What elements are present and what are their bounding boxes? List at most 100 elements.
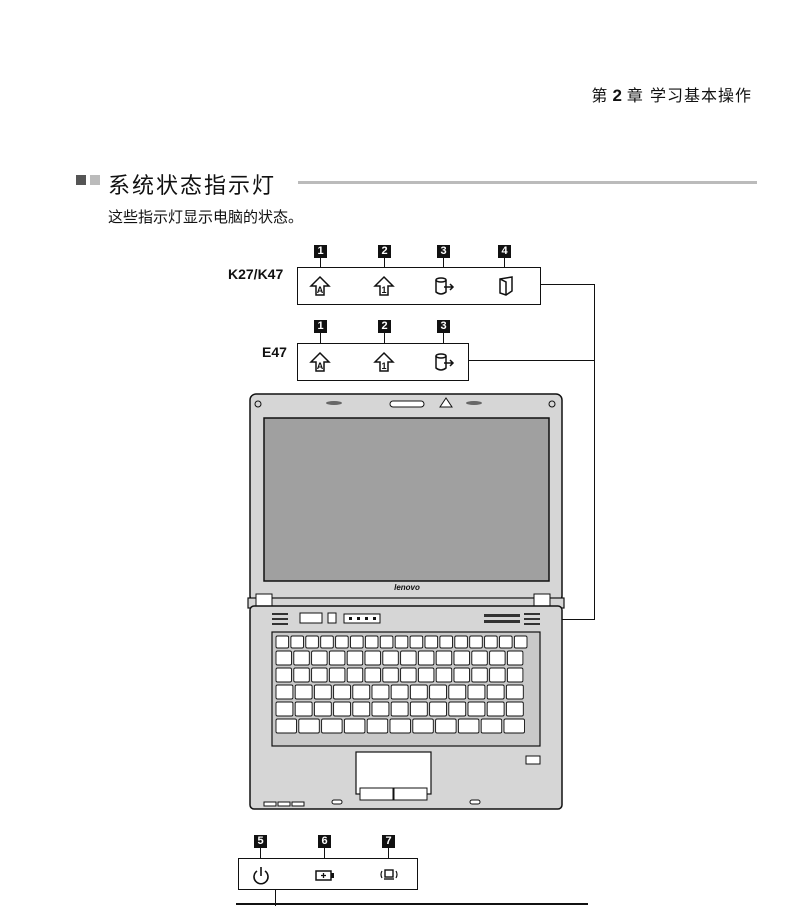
keyboard-key [506,667,524,683]
callout-tick [443,333,444,344]
keyboard-key [484,635,498,649]
keyboard-key [435,667,453,683]
keyboard-key [412,718,434,734]
callout-number-2: 2 [378,245,391,258]
keyboard-key [298,718,320,734]
keyboard-key [486,701,505,717]
keyboard-key [275,718,297,734]
lenovo-logo-text: lenovo [394,583,420,592]
section-intro: 这些指示灯显示电脑的状态。 [108,208,304,226]
keyboard-key [448,701,467,717]
keyboard-key [275,635,290,649]
num-lock-icon: 1 [373,351,395,373]
num-lock-icon: 1 [373,275,395,297]
indicator-panel-e47 [297,343,469,381]
keyboard-key [371,701,390,717]
connector-line [469,360,595,361]
callout-tick [504,258,505,268]
keyboard-key [489,650,506,666]
callout-number-3: 3 [437,320,450,333]
bottom-rule [236,903,588,905]
keyboard-key [409,701,428,717]
keyboard-key [311,667,328,683]
keyboard-key [471,667,488,683]
battery-icon [314,864,336,886]
keyboard-key [294,684,313,700]
connector-line [275,890,276,906]
keyboard-key [503,718,525,734]
callout-number-7: 7 [382,835,395,848]
callout-tick [320,333,321,344]
keyboard-key [350,635,364,649]
keyboard-key [320,635,334,649]
callout-number-5: 5 [254,835,267,848]
keyboard-key [364,635,379,649]
keyboard-key [346,667,364,683]
keyboard-key [335,635,349,649]
connector-line [594,284,595,620]
keyboard-key [429,701,447,717]
caps-lock-icon: A [309,275,331,297]
model-label-e47: E47 [262,344,287,360]
keyboard-key [382,667,399,683]
callout-tick [320,258,321,268]
keyboard-key [352,684,371,700]
callout-tick [384,333,385,344]
keyboard-key [371,684,390,700]
keyboard-key [409,684,428,700]
keyboard-key [506,650,524,666]
keyboard-key [486,684,505,700]
keyboard-key [305,635,319,649]
svg-text:1: 1 [381,285,386,295]
keyboard-key [293,650,310,666]
keyboard-key [379,635,394,649]
keyboard-key [453,667,470,683]
keyboard-key [313,701,332,717]
keyboard-key [328,667,346,683]
keyboard-key [293,667,310,683]
callout-number-6: 6 [318,835,331,848]
keyboard-key [346,650,364,666]
card-reader-icon [495,275,517,297]
keyboard-key [469,635,483,649]
keyboard-key [290,635,304,649]
chapter-title: 章 学习基本操作 [626,86,752,105]
hdd-activity-icon [433,275,455,297]
callout-tick [324,848,325,859]
callout-number-3: 3 [437,245,450,258]
keyboard-key [448,684,467,700]
keyboard-key [467,684,486,700]
keyboard-key [364,667,381,683]
keyboard-key [364,650,381,666]
svg-text:A: A [317,285,324,295]
keyboard-key [366,718,389,734]
keyboard-key [333,701,351,717]
callout-number-4: 4 [498,245,511,258]
keyboard-key [480,718,503,734]
keyboard-key [275,701,294,717]
keyboard-key [499,635,513,649]
caps-lock-icon: A [309,351,331,373]
callout-tick [443,258,444,268]
svg-text:A: A [317,361,324,371]
keyboard-key [321,718,343,734]
keyboard-key [313,684,332,700]
keyboard-key [311,650,328,666]
keyboard-key [400,667,417,683]
keyboard-key [471,650,488,666]
callout-number-1: 1 [314,245,327,258]
keyboard-key [429,684,447,700]
keyboard-key [352,701,371,717]
keyboard-key [489,667,506,683]
section-bullet-dark [76,175,86,185]
keyboard-key [424,635,439,649]
keyboard-key [400,650,417,666]
chapter-prefix: 第 [591,86,609,105]
callout-number-2: 2 [378,320,391,333]
callout-tick [388,848,389,859]
keyboard-key [409,635,424,649]
keyboard-key [505,701,524,717]
connector-line [541,284,595,285]
keyboard-key [294,701,313,717]
